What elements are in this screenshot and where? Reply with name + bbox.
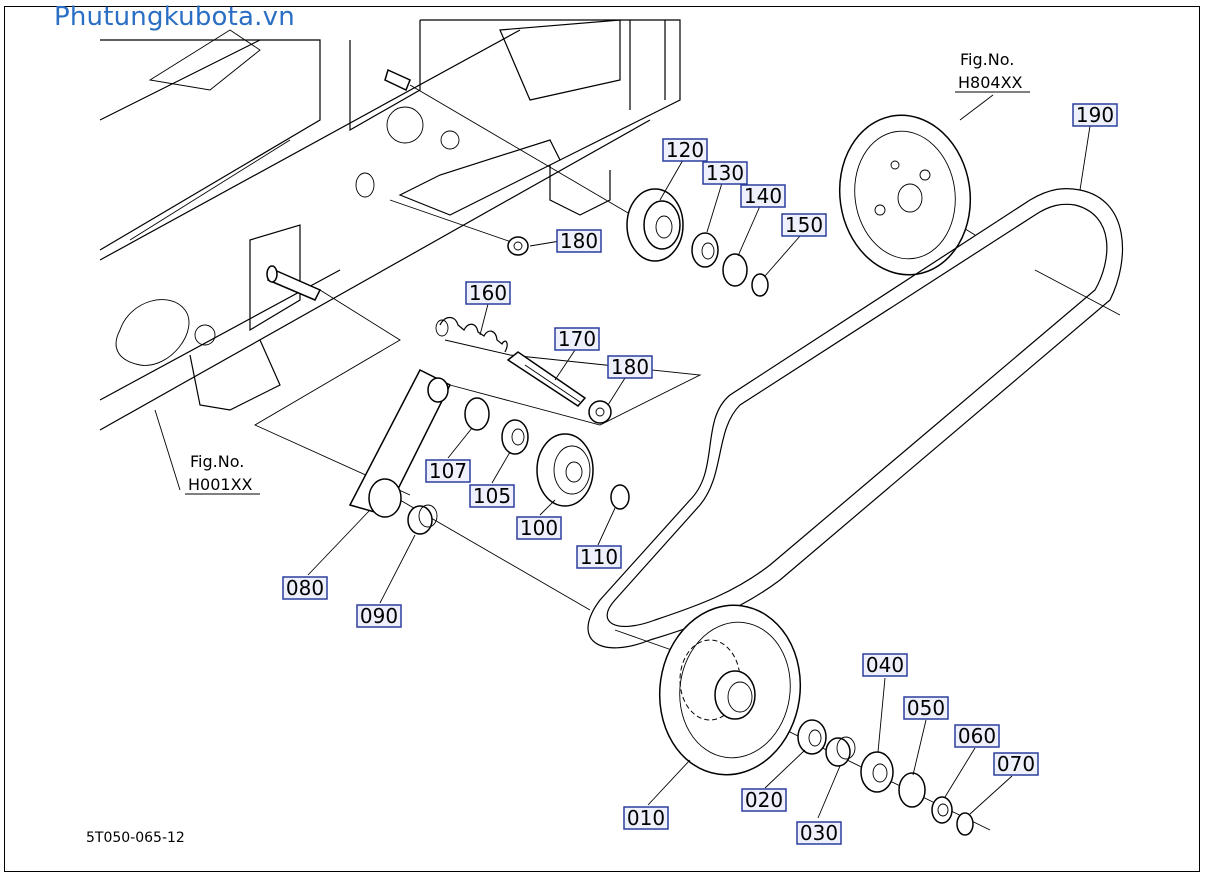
callout-190[interactable]: 190: [1072, 103, 1118, 127]
part-030-collar[interactable]: [825, 736, 856, 767]
part-180-nut-lower[interactable]: [588, 400, 612, 424]
part-080-tension-arm[interactable]: [348, 368, 452, 518]
callout-100[interactable]: 100: [516, 516, 562, 540]
part-150-ring[interactable]: [751, 273, 769, 297]
svg-text:040: 040: [866, 653, 904, 677]
part-110-ring[interactable]: [610, 484, 630, 510]
callout-020[interactable]: 020: [741, 788, 787, 812]
svg-text:120: 120: [666, 138, 704, 162]
callout-130[interactable]: 130: [702, 161, 748, 185]
svg-text:100: 100: [520, 516, 558, 540]
svg-text:H001XX: H001XX: [188, 475, 253, 494]
part-070-ring[interactable]: [956, 812, 974, 836]
part-090-collar[interactable]: [407, 504, 438, 535]
part-180-nut-upper[interactable]: [507, 236, 529, 256]
svg-text:010: 010: [627, 806, 665, 830]
svg-text:090: 090: [360, 604, 398, 628]
svg-text:030: 030: [800, 821, 838, 845]
callout-180-upper[interactable]: 180: [556, 229, 602, 253]
part-010-drive-pulley[interactable]: [649, 596, 811, 784]
callout-180-lower[interactable]: 180: [607, 355, 653, 379]
svg-text:110: 110: [580, 545, 618, 569]
callout-050[interactable]: 050: [903, 696, 949, 720]
callout-060[interactable]: 060: [954, 724, 1000, 748]
part-190-v-belt[interactable]: [587, 188, 1124, 649]
svg-text:020: 020: [745, 788, 783, 812]
callout-010[interactable]: 010: [623, 806, 669, 830]
drawing-frame: [4, 6, 1200, 872]
svg-text:107: 107: [429, 459, 467, 483]
part-050-snap-ring[interactable]: [898, 772, 926, 808]
callout-150[interactable]: 150: [781, 213, 827, 237]
part-100-idler-pulley[interactable]: [536, 433, 594, 507]
part-060-washer[interactable]: [931, 796, 953, 824]
callout-090[interactable]: 090: [356, 604, 402, 628]
leader-lines: [307, 94, 1091, 819]
svg-text:180: 180: [560, 229, 598, 253]
svg-text:Fig.No.: Fig.No.: [960, 50, 1014, 69]
callout-120[interactable]: 120: [662, 138, 708, 162]
part-160-spring[interactable]: [435, 316, 508, 353]
svg-text:170: 170: [558, 327, 596, 351]
callout-080[interactable]: 080: [282, 576, 328, 600]
svg-text:130: 130: [706, 161, 744, 185]
pulley-upper-h804xx: [838, 114, 972, 276]
part-107-snap-ring[interactable]: [464, 397, 490, 431]
svg-text:050: 050: [907, 696, 945, 720]
part-140-snap-ring[interactable]: [722, 253, 748, 287]
svg-text:180: 180: [611, 355, 649, 379]
svg-text:190: 190: [1076, 103, 1114, 127]
svg-text:160: 160: [469, 281, 507, 305]
watermark-text: Phutungkubota.vn: [54, 2, 295, 32]
callout-140[interactable]: 140: [740, 184, 786, 208]
fig-ref-h001xx[interactable]: Fig.No. H001XX: [185, 452, 260, 495]
svg-text:060: 060: [958, 724, 996, 748]
part-105-bearing[interactable]: [501, 419, 529, 455]
part-130-bearing[interactable]: [691, 232, 719, 268]
callout-030[interactable]: 030: [796, 821, 842, 845]
svg-text:140: 140: [744, 184, 782, 208]
svg-text:150: 150: [785, 213, 823, 237]
part-020-bearing[interactable]: [797, 719, 827, 755]
callout-170[interactable]: 170: [554, 327, 600, 351]
machine-frame: [99, 19, 681, 431]
svg-text:Fig.No.: Fig.No.: [190, 452, 244, 471]
svg-text:070: 070: [997, 752, 1035, 776]
part-170-bolt[interactable]: [506, 351, 587, 407]
part-040-bearing[interactable]: [860, 751, 894, 793]
callout-070[interactable]: 070: [993, 752, 1039, 776]
callout-105[interactable]: 105: [469, 484, 515, 508]
callout-160[interactable]: 160: [465, 281, 511, 305]
svg-text:105: 105: [473, 484, 511, 508]
callout-107[interactable]: 107: [425, 459, 471, 483]
drawing-code: 5T050-065-12: [86, 830, 185, 846]
svg-text:080: 080: [286, 576, 324, 600]
callout-040[interactable]: 040: [862, 653, 908, 677]
svg-text:H804XX: H804XX: [958, 73, 1023, 92]
callout-110[interactable]: 110: [576, 545, 622, 569]
fig-ref-h804xx[interactable]: Fig.No. H804XX: [955, 50, 1030, 93]
part-120-pulley[interactable]: [626, 188, 684, 262]
